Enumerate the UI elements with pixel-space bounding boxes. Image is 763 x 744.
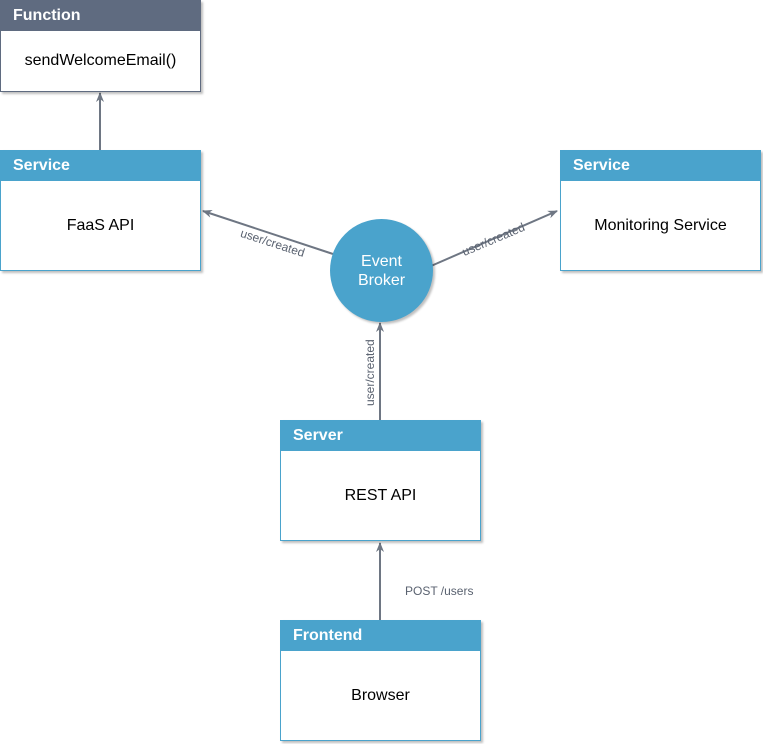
broker-label: Event Broker — [358, 252, 405, 290]
event-broker-node[interactable]: Event Broker — [330, 219, 433, 322]
function-node[interactable]: Function sendWelcomeEmail() — [0, 0, 201, 92]
node-label: Browser — [351, 686, 410, 704]
node-label: FaaS API — [66, 216, 135, 234]
node-header: Service — [1, 151, 200, 181]
node-header: Frontend — [281, 621, 480, 651]
node-label: Monitoring Service — [594, 216, 727, 234]
frontend-node[interactable]: Frontend Browser — [280, 620, 481, 741]
server-node[interactable]: Server REST API — [280, 420, 481, 541]
node-header: Server — [281, 421, 480, 451]
monitoring-service-node[interactable]: Service Monitoring Service — [560, 150, 761, 271]
broker-label-line2: Broker — [357, 271, 406, 289]
node-label: sendWelcomeEmail() — [24, 52, 177, 69]
edge-label-server-to-broker: user/created — [363, 339, 377, 406]
node-header: Function — [1, 1, 200, 31]
broker-label-line1: Event — [361, 252, 402, 270]
node-header: Service — [561, 151, 760, 181]
arrow-broker-to-faas — [202, 210, 334, 255]
node-label: REST API — [344, 486, 417, 504]
edge-label-frontend-to-server: POST /users — [405, 584, 474, 598]
arrow-broker-to-monitoring — [430, 210, 558, 267]
faas-api-node[interactable]: Service FaaS API — [0, 150, 201, 271]
